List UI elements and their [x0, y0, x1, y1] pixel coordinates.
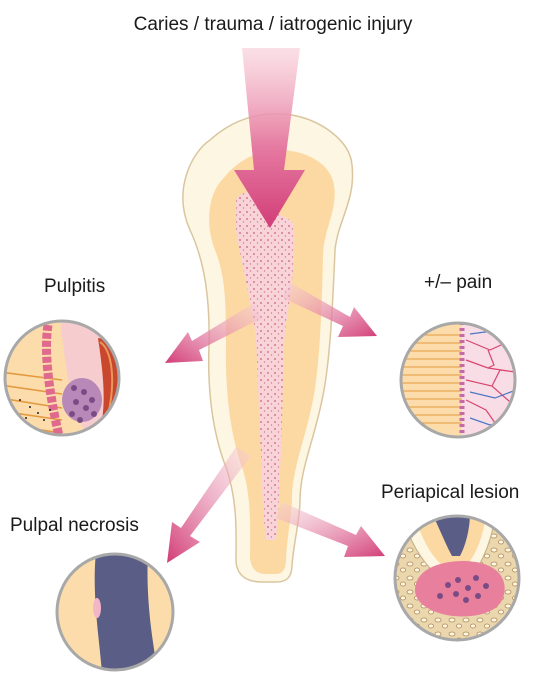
label-pain: +/– pain [424, 272, 492, 294]
label-periapical-lesion: Periapical lesion [381, 482, 519, 504]
diagram-title: Caries / trauma / iatrogenic injury [0, 14, 546, 36]
label-pulpitis: Pulpitis [44, 276, 105, 298]
label-pulpal-necrosis: Pulpal necrosis [10, 515, 139, 537]
pulpitis-illustration [0, 318, 125, 443]
necrosis-illustration [57, 552, 173, 672]
pain-illustration [400, 322, 522, 442]
periapical-illustration [395, 513, 519, 640]
